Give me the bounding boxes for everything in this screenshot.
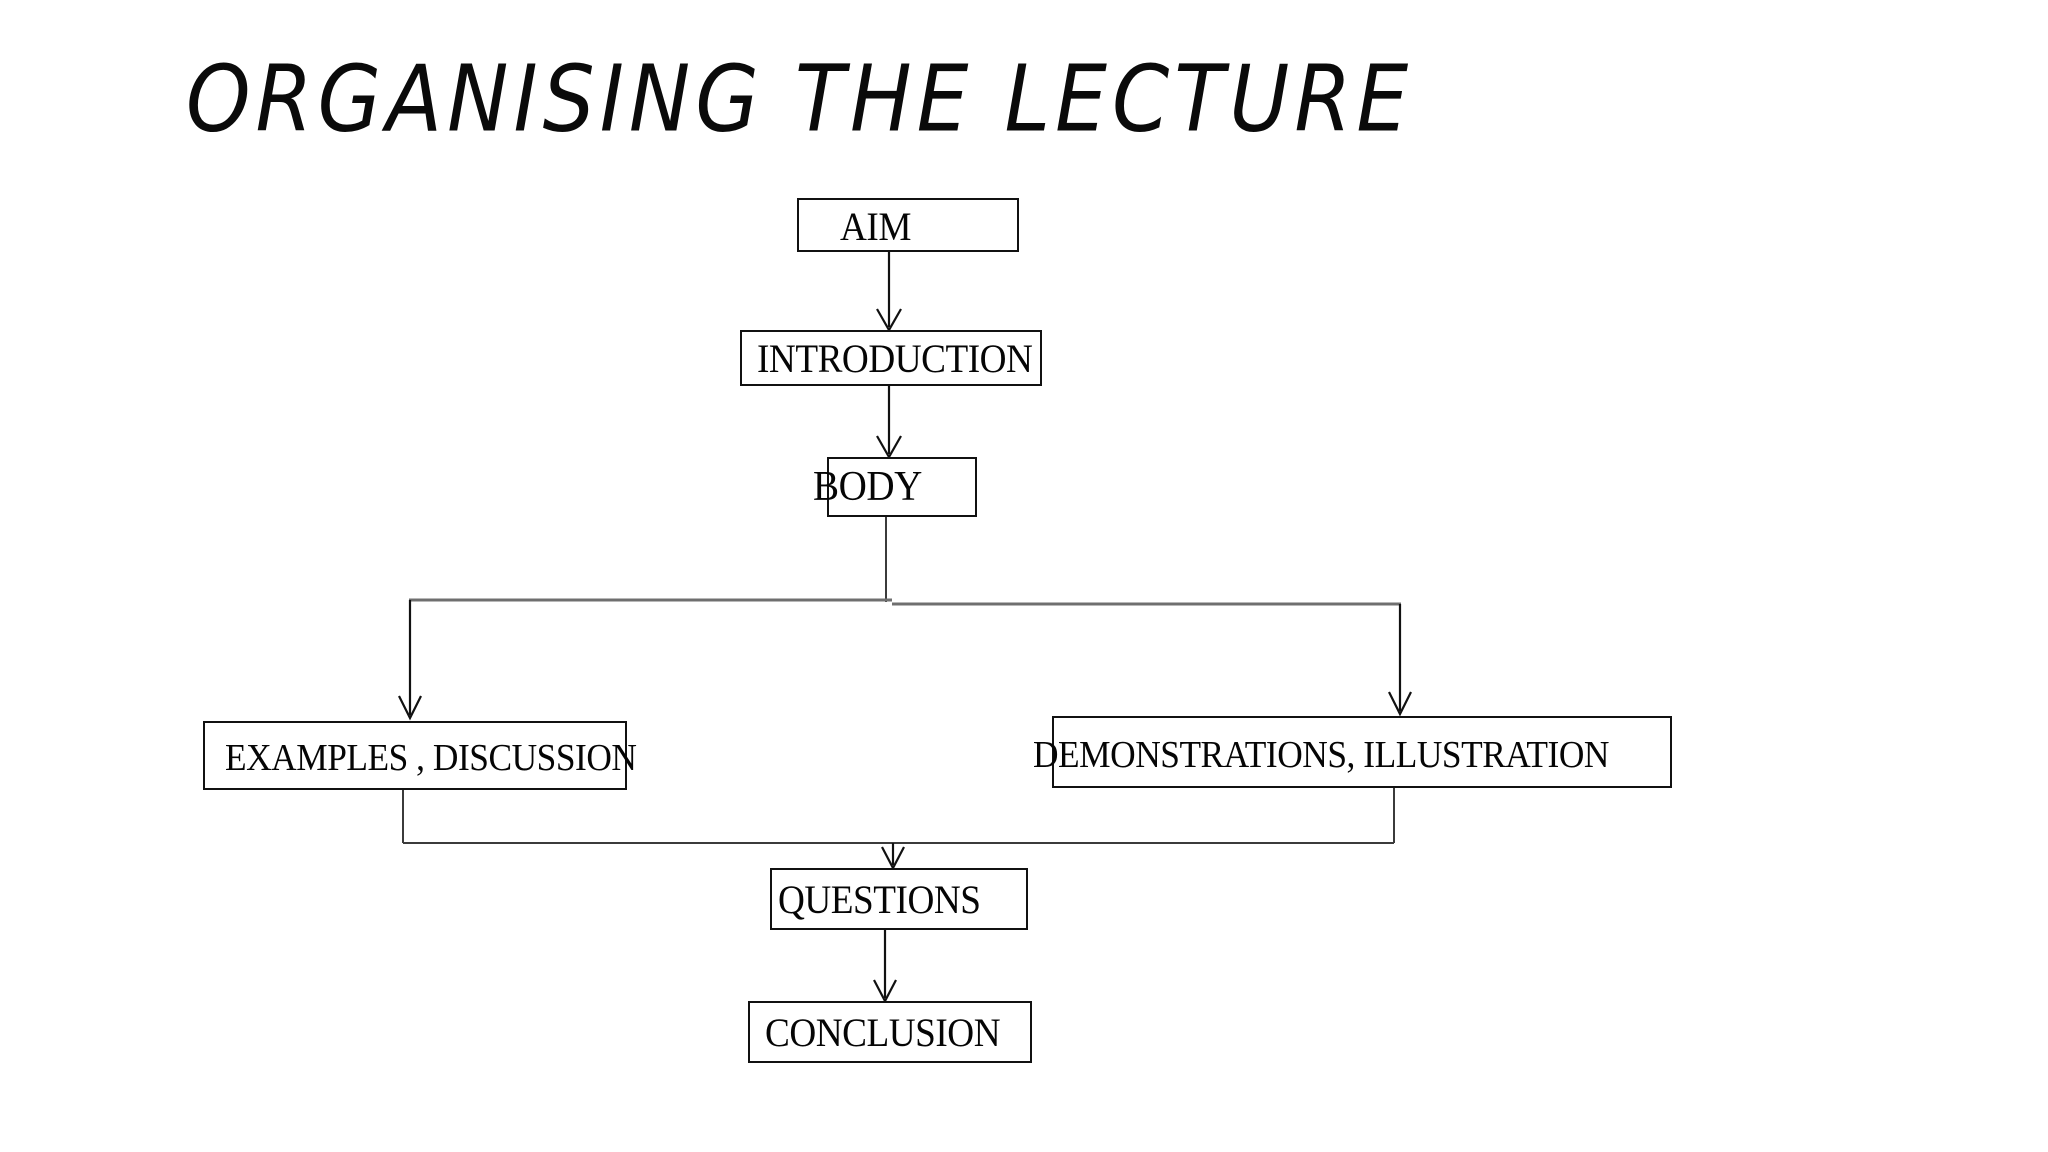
edge-introduction-to-body [876, 386, 902, 460]
node-questions[interactable] [770, 868, 1028, 930]
node-body[interactable] [827, 457, 977, 517]
node-label-aim: AIM [840, 204, 911, 249]
node-label-conclusion: CONCLUSION [765, 1010, 1001, 1055]
node-examples[interactable] [203, 721, 627, 790]
node-label-questions: QUESTIONS [778, 877, 981, 922]
node-aim[interactable] [797, 198, 1019, 252]
node-label-body: BODY [813, 464, 922, 510]
page-title: ORGANISING THE LECTURE [186, 46, 1414, 153]
edge-merge-to-questions [881, 843, 905, 871]
node-label-examples: EXAMPLES , DISCUSSION [225, 737, 637, 779]
edge-split-to-demos [1388, 604, 1412, 717]
node-demonstrations[interactable] [1052, 716, 1672, 788]
edge-aim-to-introduction [876, 252, 902, 333]
node-label-introduction: INTRODUCTION [757, 336, 1033, 381]
edge-body-to-split-bus [409, 517, 1401, 606]
edge-questions-to-conclusion [873, 930, 897, 1004]
edge-split-to-examples [398, 600, 422, 721]
node-label-demonstrations: DEMONSTRATIONS, ILLUSTRATION [1033, 734, 1609, 776]
